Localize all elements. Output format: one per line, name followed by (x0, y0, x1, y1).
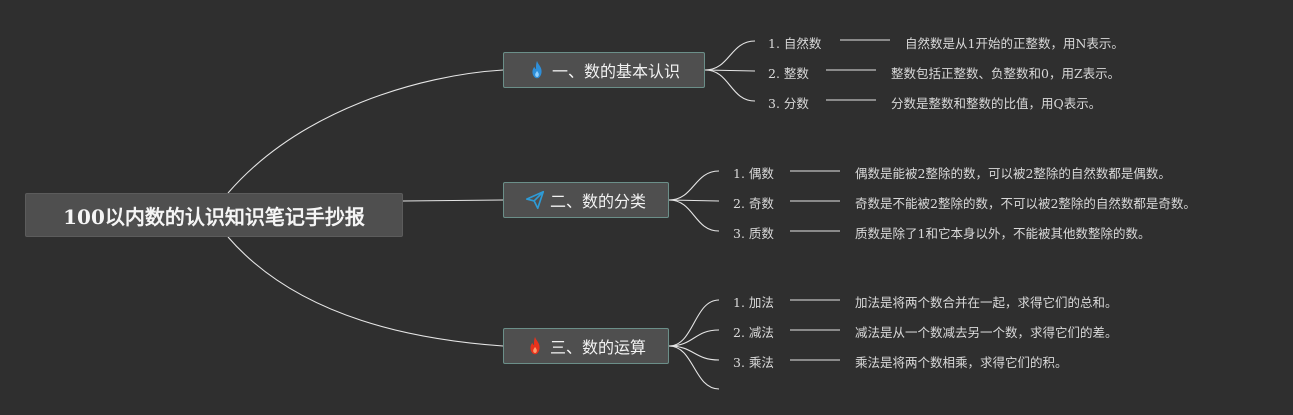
item-label[interactable]: 2. 奇数 (733, 196, 774, 211)
connector-b1-i3 (704, 69, 756, 102)
root-node[interactable]: 100以内数的认识知识笔记手抄报 (25, 193, 403, 237)
item-label[interactable]: 3. 分数 (768, 96, 809, 111)
item-description: 偶数是能被2整除的数，可以被2整除的自然数都是偶数。 (855, 166, 1171, 181)
branch-node-operations[interactable]: 三、数的运算 (503, 328, 669, 364)
connector-b3-i1 (668, 299, 720, 347)
connector-root-branch-1 (227, 69, 504, 194)
item-description: 减法是从一个数减去另一个数，求得它们的差。 (855, 325, 1118, 340)
connector-b2-i3 (668, 199, 720, 232)
item-label[interactable]: 2. 整数 (768, 66, 809, 81)
connector-b3-i2 (668, 329, 720, 347)
item-label[interactable]: 3. 乘法 (733, 355, 774, 370)
connector-b3-i4 (668, 345, 720, 390)
branch-title: 二、数的分类 (549, 192, 646, 211)
item-description: 奇数是不能被2整除的数，不可以被2整除的自然数都是奇数。 (855, 196, 1196, 211)
item-label[interactable]: 1. 加法 (733, 295, 774, 310)
branch-title: 三、数的运算 (549, 338, 646, 357)
item-label[interactable]: 3. 质数 (733, 226, 774, 241)
item-description: 加法是将两个数合并在一起，求得它们的总和。 (855, 295, 1118, 310)
connector-b2-i2 (668, 199, 720, 202)
item-description: 质数是除了1和它本身以外，不能被其他数整除的数。 (855, 226, 1151, 241)
item-description: 乘法是将两个数相乘，求得它们的积。 (855, 355, 1068, 370)
connector-root-branch-3 (227, 236, 504, 347)
flame-icon (524, 335, 546, 357)
connector-b2-i1 (668, 170, 720, 201)
connector-b1-i2 (704, 69, 756, 72)
item-description: 整数包括正整数、负整数和0，用Z表示。 (891, 66, 1121, 81)
branch-node-basic[interactable]: 一、数的基本认识 (503, 52, 705, 88)
item-label[interactable]: 2. 减法 (733, 325, 774, 340)
paper-plane-icon (524, 189, 546, 211)
branch-node-classification[interactable]: 二、数的分类 (503, 182, 669, 218)
item-description: 分数是整数和整数的比值，用Q表示。 (891, 96, 1102, 111)
item-label[interactable]: 1. 偶数 (733, 166, 774, 181)
item-description: 自然数是从1开始的正整数，用N表示。 (905, 36, 1124, 51)
branch-title: 一、数的基本认识 (551, 62, 680, 81)
connector-root-branch-2 (402, 199, 504, 202)
item-label[interactable]: 1. 自然数 (768, 36, 822, 51)
flame-icon (526, 59, 548, 81)
connector-b1-i1 (704, 40, 756, 71)
root-title: 100以内数的认识知识笔记手抄报 (63, 204, 365, 229)
